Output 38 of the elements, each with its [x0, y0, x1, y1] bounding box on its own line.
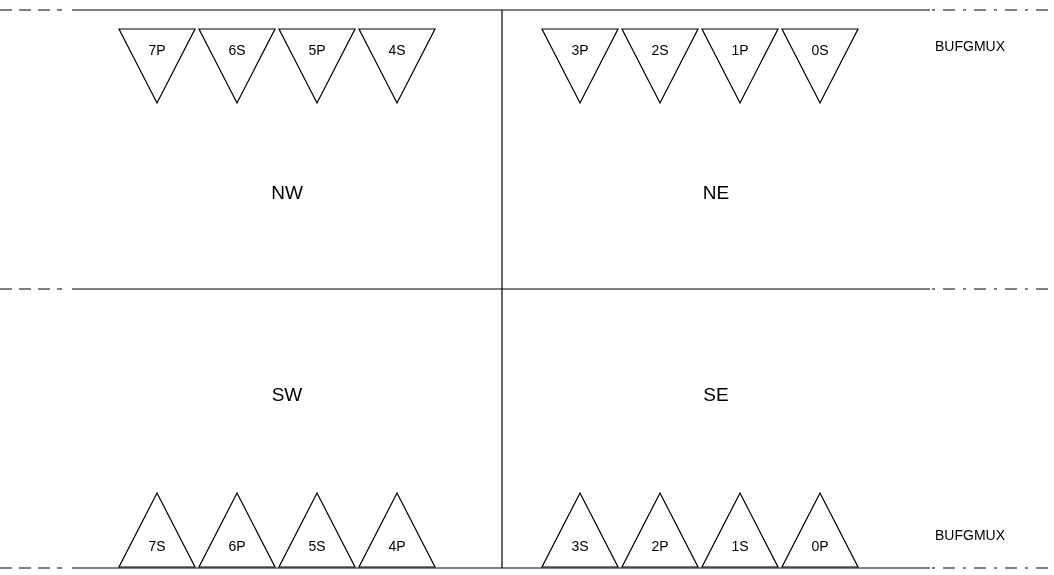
buffer-label: 7P [148, 42, 166, 58]
component-label: BUFGMUX [935, 527, 1005, 543]
down-triangle [701, 28, 779, 104]
up-triangle [781, 492, 859, 568]
down-triangle [621, 28, 699, 104]
buffer-label: 3P [571, 42, 589, 58]
up-triangle [701, 492, 779, 568]
buffer-label: 6P [228, 538, 246, 554]
buffer-label: 1P [731, 42, 749, 58]
up-triangle [358, 492, 436, 568]
buffer-label: 0S [811, 42, 829, 58]
buffer-label: 2S [651, 42, 669, 58]
up-triangle [118, 492, 196, 568]
down-triangle [198, 28, 276, 104]
buffer-label: 4P [388, 538, 406, 554]
component-label: BUFGMUX [935, 38, 1005, 54]
down-triangle [278, 28, 356, 104]
buffer-label: 4S [388, 42, 406, 58]
buffer-label: 1S [731, 538, 749, 554]
buffer-label: 3S [571, 538, 589, 554]
region-label: SW [271, 383, 303, 406]
down-triangle [781, 28, 859, 104]
down-triangle [541, 28, 619, 104]
buffer-label: 6S [228, 42, 246, 58]
buffer-label: 5S [308, 538, 326, 554]
region-label: SE [703, 383, 729, 406]
up-triangle [541, 492, 619, 568]
down-triangle [358, 28, 436, 104]
up-triangle [278, 492, 356, 568]
down-triangle [118, 28, 196, 104]
up-triangle [621, 492, 699, 568]
region-label: NE [702, 181, 730, 204]
region-label: NW [271, 181, 303, 204]
buffer-label: 7S [148, 538, 166, 554]
buffer-label: 2P [651, 538, 669, 554]
buffer-label: 5P [308, 42, 326, 58]
up-triangle [198, 492, 276, 568]
buffer-label: 0P [811, 538, 829, 554]
